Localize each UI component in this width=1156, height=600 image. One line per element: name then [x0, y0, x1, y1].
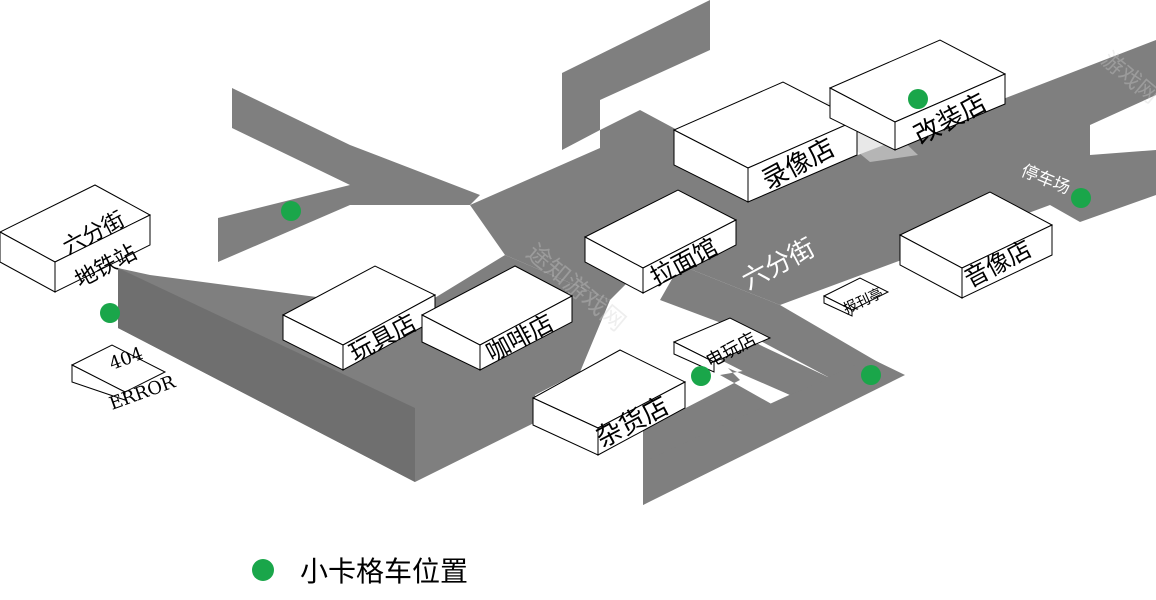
road-arcade-loop: [705, 340, 830, 395]
building-404-error: 404 ERROR: [70, 343, 179, 415]
marker-mod-shop[interactable]: [908, 89, 928, 109]
building-toy-shop: 玩具店: [281, 265, 437, 371]
marker-parking[interactable]: [1071, 188, 1091, 208]
marker-metro[interactable]: [100, 303, 120, 323]
building-metro-station: 六分街 地铁站: [0, 184, 152, 293]
legend-marker-label: 小卡格车位置: [300, 555, 469, 588]
building-video-store: 录像店: [672, 81, 859, 203]
marker-upper-left-road[interactable]: [281, 201, 301, 221]
road-lower-right-ext: [643, 358, 905, 505]
road-upper-left: [218, 88, 480, 262]
road-lower-left-front: [118, 268, 415, 482]
map-legend: 小卡格车位置: [252, 550, 468, 590]
legend-marker-icon: [252, 559, 274, 581]
road-top-north: [562, 0, 710, 150]
marker-arcade[interactable]: [691, 366, 711, 386]
marker-lower-right-road[interactable]: [861, 365, 881, 385]
car-markers: [100, 89, 1091, 386]
